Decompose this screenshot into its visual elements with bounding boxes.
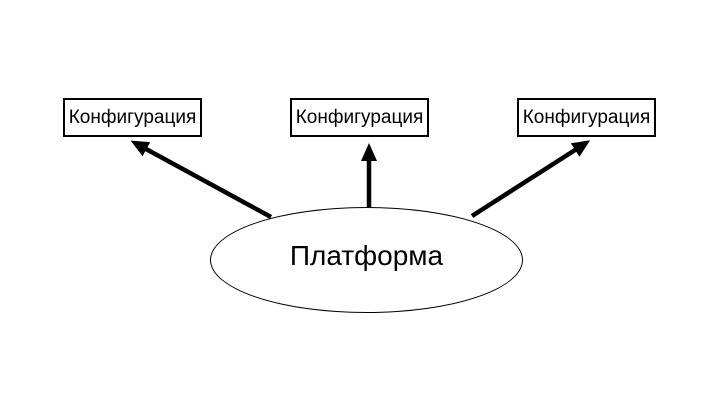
config-box-right: Конфигурация <box>517 98 656 137</box>
config-box-left-label: Конфигурация <box>68 107 197 128</box>
config-box-left: Конфигурация <box>63 98 202 137</box>
arrow-platform-to-config-right <box>470 140 591 218</box>
config-box-right-label: Конфигурация <box>522 107 651 128</box>
config-box-center-label: Конфигурация <box>295 107 424 128</box>
arrow-platform-to-config-left <box>130 140 273 219</box>
platform-label: Платформа <box>289 240 444 271</box>
config-box-center: Конфигурация <box>290 98 429 137</box>
platform-ellipse: Платформа <box>210 207 523 313</box>
